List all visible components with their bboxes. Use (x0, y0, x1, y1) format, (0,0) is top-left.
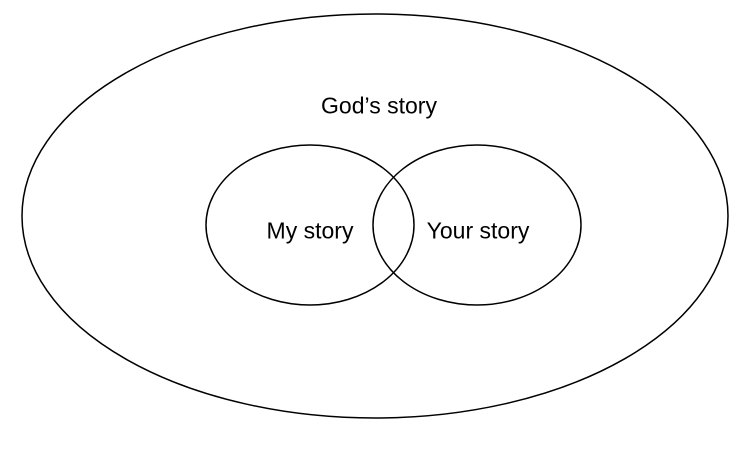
left-label: My story (266, 217, 354, 244)
outer-ellipse (21, 13, 729, 419)
left-circle (205, 144, 415, 306)
outer-label: God’s story (321, 92, 437, 119)
right-label: Your story (426, 217, 530, 244)
right-circle (372, 144, 582, 306)
